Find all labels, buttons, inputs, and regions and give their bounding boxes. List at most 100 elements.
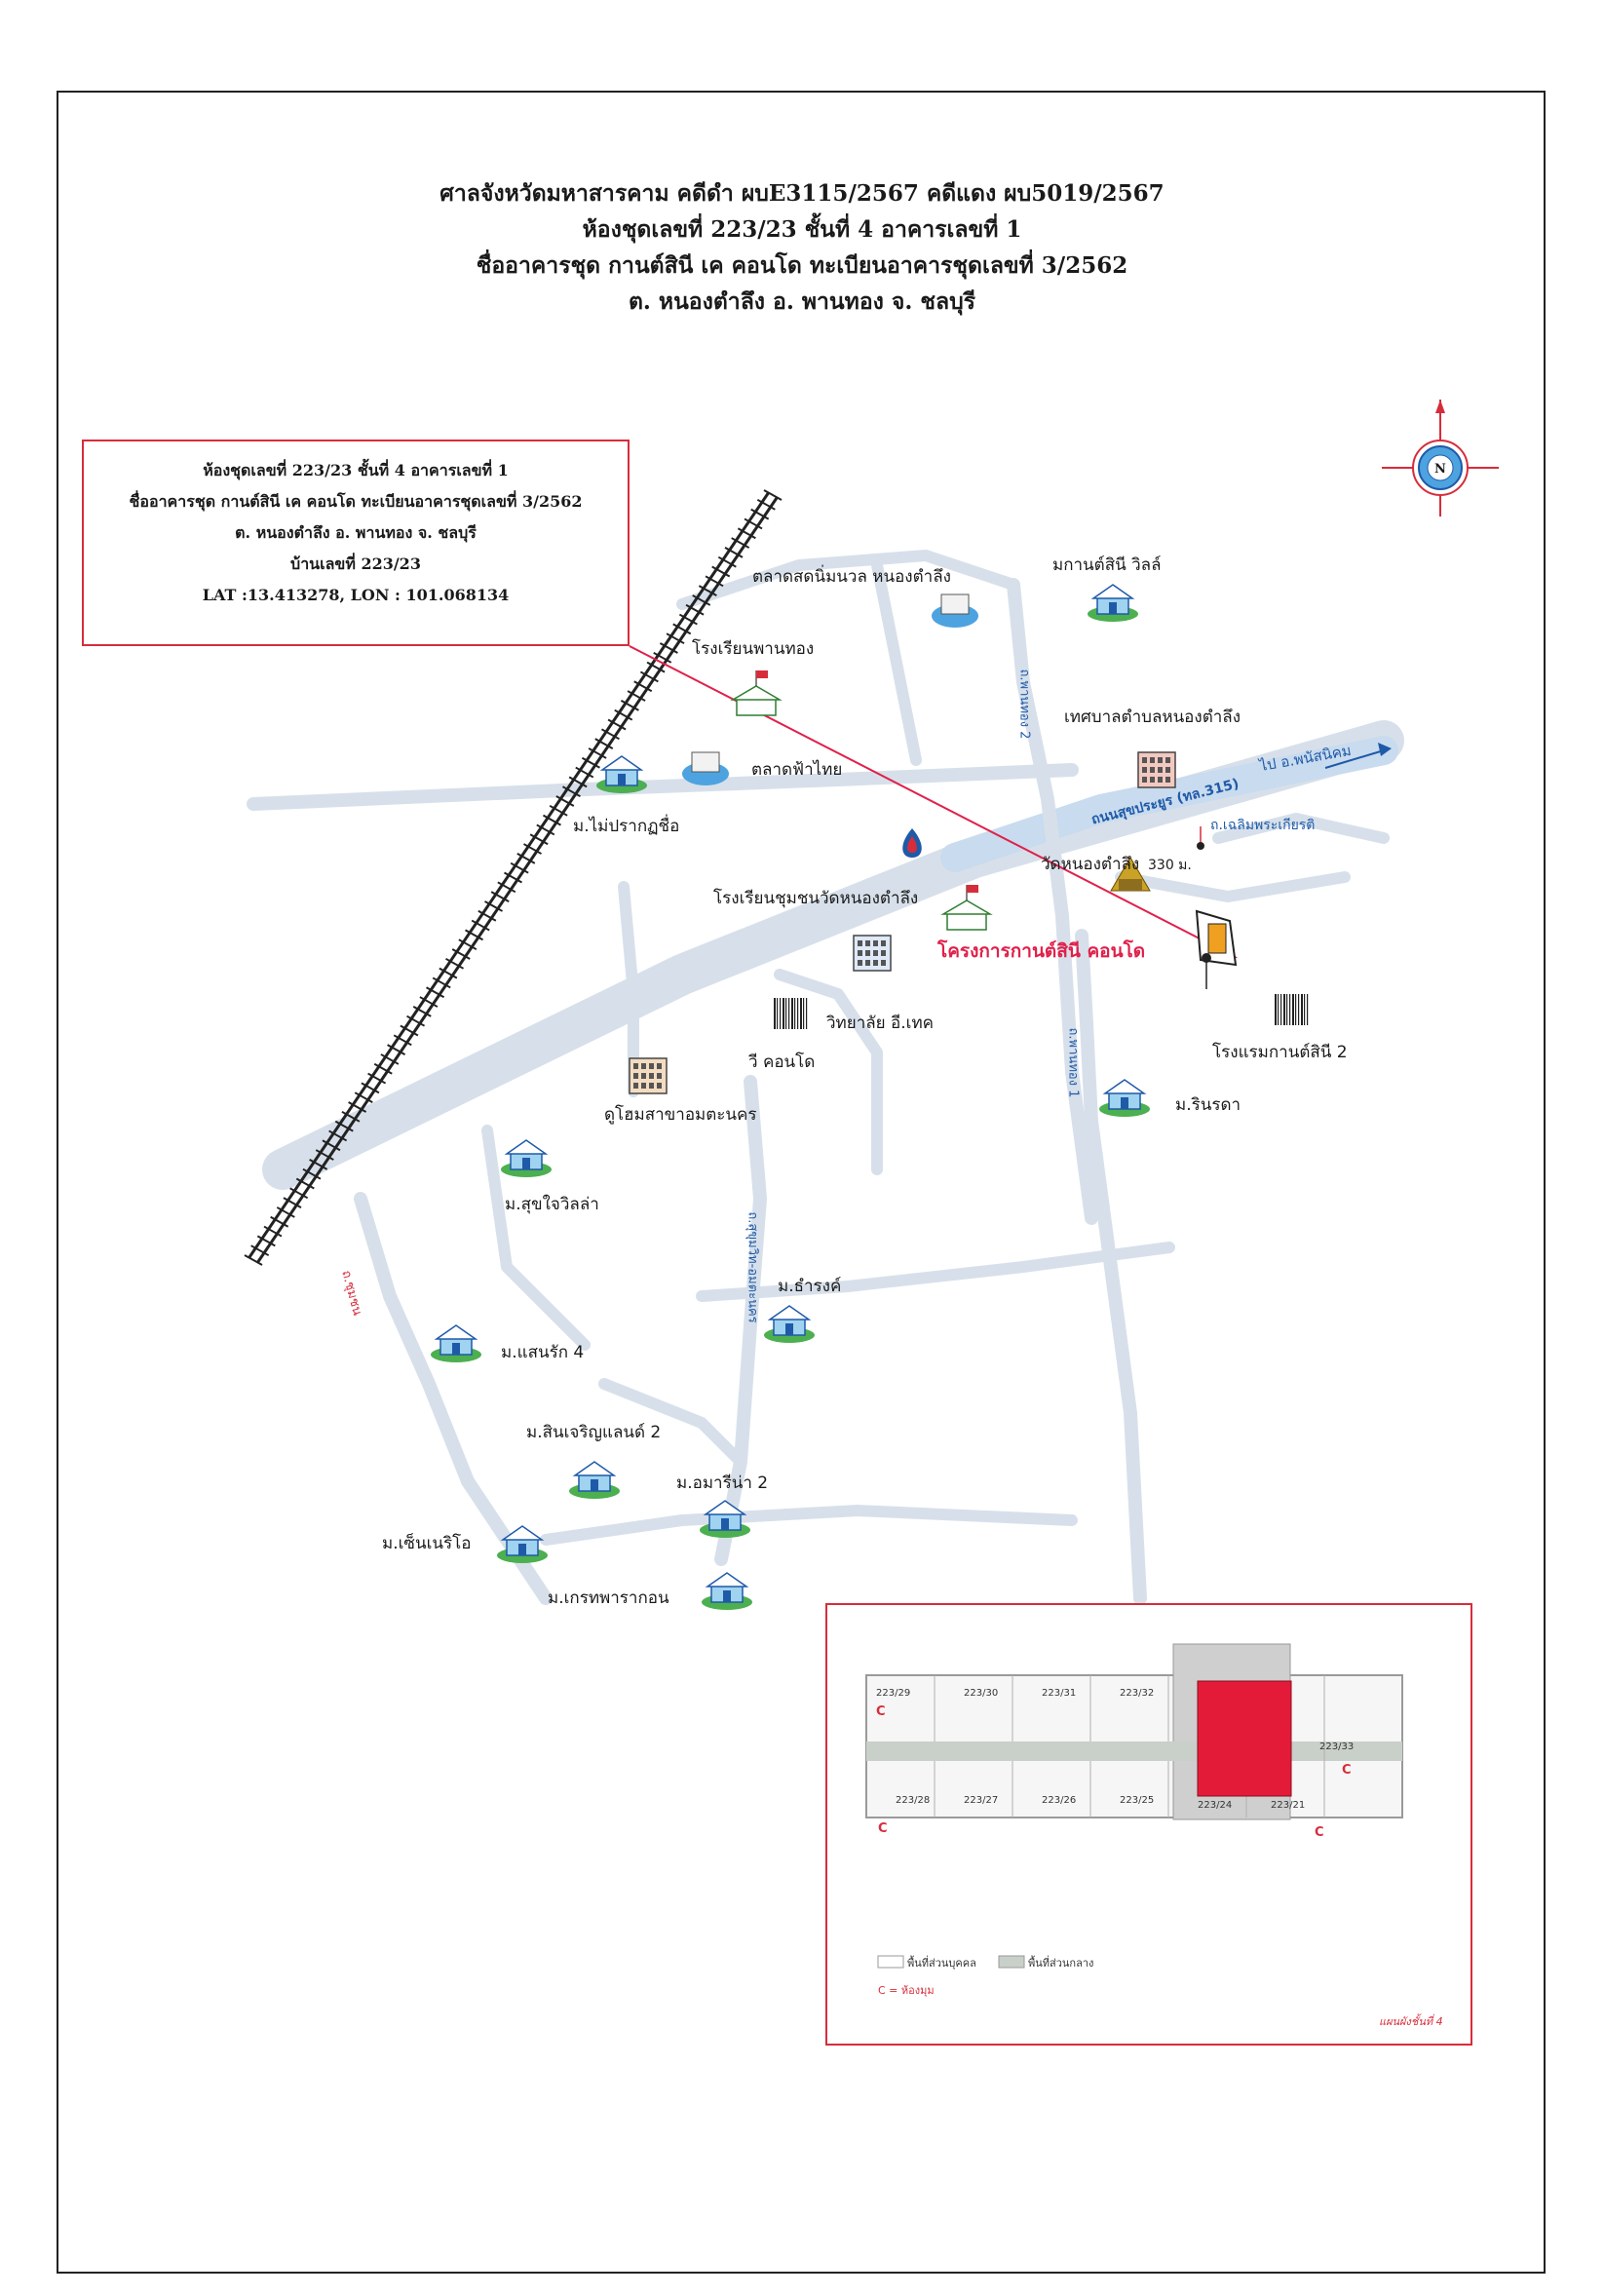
railway-tie [315,1149,334,1161]
railway-tie [717,555,737,568]
corner-mark: C [1315,1825,1324,1840]
condo-icon [774,998,808,1029]
label-w-condo: วี คอนโด [748,1052,816,1072]
village-icon [569,1461,620,1499]
railway [244,489,783,1266]
legend-corner: C = ห้องมุม [878,1984,935,1997]
railway-tie [561,785,581,798]
railway-tie [659,642,678,654]
railway-tie [497,881,516,894]
railway-tie [302,1167,322,1180]
village-icon [702,1572,752,1610]
railway-tie [549,804,568,817]
municipality-icon [1137,751,1176,788]
label-municipality: เทศบาลตำบลหนองตำลึง [1064,708,1241,727]
village-icon [1088,584,1138,622]
village-icon [596,755,647,793]
label-distance: 330 ม. [1148,858,1192,873]
label-market-fathai: ตลาดฟ้าไทย [751,760,843,780]
direction-arrow-icon [1324,743,1392,769]
railway-tie [575,766,594,779]
road-i [481,1125,591,1351]
railway-tie [419,996,439,1008]
railway-tie [400,1024,419,1037]
railway-tie [309,1159,328,1170]
railway-tie [439,967,458,979]
label-market-nim: ตลาดสดนิ่มนวล หนองตำลึง [752,567,951,587]
railway-tie [426,986,445,999]
road-g [1115,871,1351,902]
village-icon [497,1525,548,1563]
railway-tie [711,565,731,578]
railway-tie [465,929,484,941]
road-c [774,969,883,1175]
railway-tie [666,632,685,645]
railway-tie [373,1062,393,1075]
unit-label: 223/26 [1042,1795,1077,1806]
railway-tie [756,498,776,511]
road-j [598,1378,746,1468]
label-m-mai-prakot: ม.ไม่ปรากฏชื่อ [573,817,680,836]
railway-tie [529,833,549,846]
railway-tie [750,508,770,520]
corner-mark: C [876,1704,886,1719]
label-m-sincharoen: ม.สินเจริญแลนด์ 2 [526,1423,662,1442]
unit-label: 223/33 [1319,1741,1355,1752]
railway-tie [542,814,561,826]
unit-label: 223/24 [1198,1800,1233,1811]
railway-tie [555,795,575,807]
road-network [247,550,1404,1605]
village-icon [764,1305,815,1343]
railway-tie [685,603,705,616]
railway-tie [678,613,698,626]
page-frame [57,91,1546,2274]
railway-tie [705,575,724,588]
railway-tie [361,1082,380,1094]
store-icon [629,1057,668,1094]
road-label-phanthong1: ถ.พานทอง 1 [1065,1027,1081,1098]
railway-tie [393,1034,412,1047]
village-icon [1099,1079,1150,1117]
railway-tie [432,976,451,989]
road-label-phanthong2: ถ.พานทอง 2 [1016,669,1032,740]
railway-tie [581,756,600,769]
railway-tie [406,1014,426,1027]
label-mkansinee-villa: มกานต์สินี วิลล์ [1052,555,1162,575]
label-hotel: โรงแรมกานต์สินี 2 [1212,1043,1348,1062]
railway-tie [731,537,750,549]
corner-mark: C [1342,1763,1352,1778]
railway-tie [328,1129,348,1142]
railway-tie [510,861,529,874]
market-icon [932,593,978,628]
floor-plan-caption: แผนผังชั้นที่ 4 [1379,2015,1443,2028]
market-icon [682,751,729,785]
railway-tie [354,1091,373,1104]
road-west [354,1192,553,1605]
road-label-amata: ถ.สุขุมวิท-อมตะนคร [745,1211,760,1323]
railway-tie [334,1120,354,1132]
railway-tie [737,527,756,540]
label-m-tharong: ม.ธำรงค์ [778,1277,842,1296]
railway-tie [380,1053,400,1065]
railway-tie [484,900,503,912]
road-a [540,1505,1078,1546]
railway-tie [295,1177,315,1190]
info-unit: ห้องชุดเลขที่ 223/23 ชั้นที่ 4 อาคารเลขท… [203,461,509,479]
railway-tie [322,1139,341,1152]
school-icon [940,885,993,931]
railway-tie [412,1006,432,1017]
header-location-line: ต. หนองตำลึง อ. พานทอง จ. ชลบุรี [628,288,976,315]
railway-tie [763,489,783,501]
floor-plan-box: 223/29 223/30 223/31 223/32 223/33 223/2… [825,1603,1472,2046]
road-upper-east [247,763,1079,811]
label-chalerm-prakiat: ถ.เฉลิมพระเกียรติ [1210,818,1316,833]
railway-tie [471,919,490,932]
railway-tie [256,1235,276,1247]
header-court-line: ศาลจังหวัดมหาสารคาม คดีดำ ผบE3115/2567 ค… [439,180,1165,207]
road-h [1212,813,1390,844]
unit-label: 223/32 [1120,1688,1155,1699]
label-m-amarina: ม.อมารีน่า 2 [676,1473,769,1493]
legend-common: พื้นที่ส่วนกลาง [1028,1957,1094,1970]
village-icon [501,1139,552,1177]
info-house-number: บ้านเลขที่ 223/23 [290,555,421,573]
